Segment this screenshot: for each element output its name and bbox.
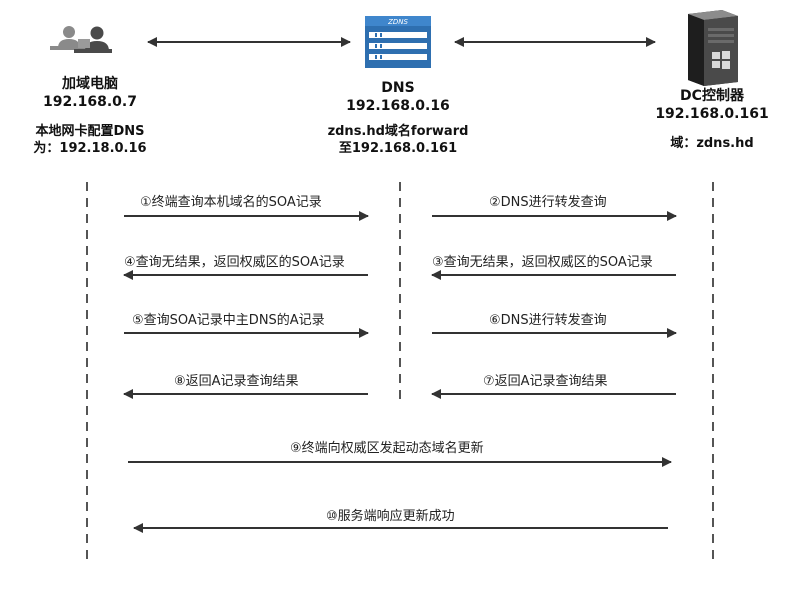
message-label-9: ⑨终端向权威区发起动态域名更新 [290,441,484,456]
users-at-computer-icon [44,24,114,60]
dc-note-line-1: 域：zdns.hd [670,136,754,151]
client-name: 加域电脑 [62,76,118,92]
server-brand-text: ZDNS [387,18,408,26]
dns-note-line-1: zdns.hd域名forward [327,124,469,139]
message-label-4: ④查询无结果，返回权威区的SOA记录 [124,255,345,270]
dns-name: DNS [381,80,415,96]
dns-note-line-2: 至192.168.0.161 [338,141,458,156]
dc-name: DC控制器 [680,88,744,104]
message-label-1: ①终端查询本机域名的SOA记录 [140,195,322,210]
message-label-6: ⑥DNS进行转发查询 [489,313,607,328]
client-ip: 192.168.0.7 [43,94,137,110]
message-label-5: ⑤查询SOA记录中主DNS的A记录 [132,313,325,328]
message-label-10: ⑩服务端响应更新成功 [326,509,455,524]
dns-ip: 192.168.0.16 [346,98,450,114]
zdns-server-icon: ZDNS [365,12,431,70]
dc-ip: 192.168.0.161 [655,106,769,122]
message-label-7: ⑦返回A记录查询结果 [483,374,608,389]
message-label-8: ⑧返回A记录查询结果 [174,374,299,389]
client-note-line-1: 本地网卡配置DNS [35,124,145,139]
windows-tower-server-icon [682,8,742,86]
message-label-3: ③查询无结果，返回权威区的SOA记录 [432,255,653,270]
message-arrows [123,211,677,533]
client-note-line-2: 为：192.18.0.16 [33,141,147,156]
message-label-2: ②DNS进行转发查询 [489,195,607,210]
